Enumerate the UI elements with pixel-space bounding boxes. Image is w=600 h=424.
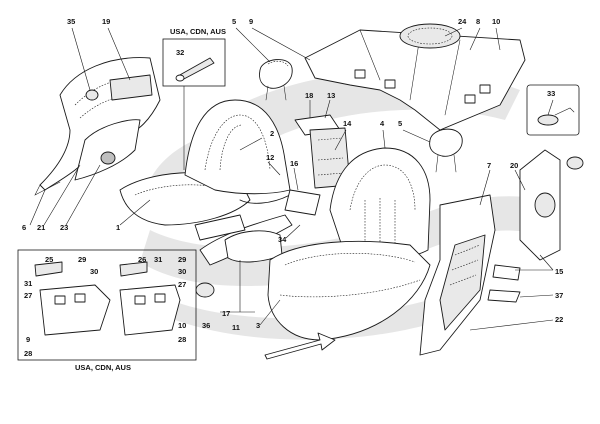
- callout-31-left: 31: [24, 279, 32, 288]
- inset-bottom-usa: USA, CDN, AUS: [17, 249, 197, 372]
- rear-parcel-shelf: [304, 23, 526, 131]
- callout-11: 11: [232, 323, 240, 332]
- callout-16: 16: [290, 159, 298, 168]
- callouts: 35 19 5 9 24 8 10 32 33 18 13 2 12 14 4 …: [22, 17, 563, 358]
- callout-19: 19: [102, 17, 110, 26]
- callout-17: 17: [222, 309, 230, 318]
- right-side-panel: [419, 149, 584, 356]
- callout-6: 6: [22, 223, 26, 232]
- callout-14: 14: [343, 119, 352, 128]
- callout-5-right: 5: [398, 119, 402, 128]
- callout-29-left: 29: [78, 255, 86, 264]
- callout-23: 23: [60, 223, 68, 232]
- callout-10-inset: 10: [178, 321, 186, 330]
- part-23-speaker-grille: [100, 151, 116, 165]
- callout-29-right: 29: [178, 255, 186, 264]
- headrest-left: [259, 59, 293, 101]
- callout-27-left: 27: [24, 291, 32, 300]
- callout-4: 4: [380, 119, 385, 128]
- callout-33: 33: [547, 89, 555, 98]
- callout-35: 35: [67, 17, 75, 26]
- inset-bottom-label: USA, CDN, AUS: [75, 363, 131, 372]
- callout-37: 37: [555, 291, 563, 300]
- part-24-speaker: [399, 23, 461, 49]
- part-33-component: [526, 84, 580, 136]
- callout-25: 25: [45, 255, 53, 264]
- seat-right: [267, 128, 463, 341]
- callout-26: 26: [138, 255, 146, 264]
- seat-left: [119, 99, 291, 226]
- part-36-knob: [195, 282, 215, 298]
- callout-30-left: 30: [90, 267, 98, 276]
- center-parts: [194, 114, 351, 298]
- callout-32: 32: [176, 48, 184, 57]
- callout-36: 36: [202, 321, 210, 330]
- callout-31-right: 31: [154, 255, 162, 264]
- callout-9-inset: 9: [26, 335, 30, 344]
- callout-2: 2: [270, 129, 274, 138]
- callout-18: 18: [305, 91, 313, 100]
- callout-9-top: 9: [249, 17, 253, 26]
- callout-30-right: 30: [178, 267, 186, 276]
- callout-1: 1: [116, 223, 120, 232]
- callout-27-right: 27: [178, 280, 186, 289]
- callout-28-left: 28: [24, 349, 32, 358]
- callout-7: 7: [487, 161, 491, 170]
- part-35-speaker: [85, 89, 99, 101]
- callout-24: 24: [458, 17, 467, 26]
- callout-20: 20: [510, 161, 518, 170]
- callout-22: 22: [555, 315, 563, 324]
- callout-12: 12: [266, 153, 274, 162]
- inset-top-usa: USA, CDN, AUS: [162, 27, 226, 170]
- callout-5-top: 5: [232, 17, 236, 26]
- callout-34: 34: [278, 235, 287, 244]
- inset-top-label: USA, CDN, AUS: [170, 27, 226, 36]
- callout-13: 13: [327, 91, 335, 100]
- part-20-retractor: [534, 192, 556, 218]
- callout-21: 21: [37, 223, 45, 232]
- callout-8: 8: [476, 17, 480, 26]
- left-side-panel: [34, 57, 161, 196]
- callout-3: 3: [256, 321, 260, 330]
- inset-bottom-frame: [17, 249, 197, 361]
- callout-10-top: 10: [492, 17, 500, 26]
- callout-28-right: 28: [178, 335, 186, 344]
- leader-lines: [29, 27, 554, 331]
- direction-arrow: [264, 332, 336, 360]
- inset-top-frame: [162, 38, 226, 87]
- callout-15: 15: [555, 267, 563, 276]
